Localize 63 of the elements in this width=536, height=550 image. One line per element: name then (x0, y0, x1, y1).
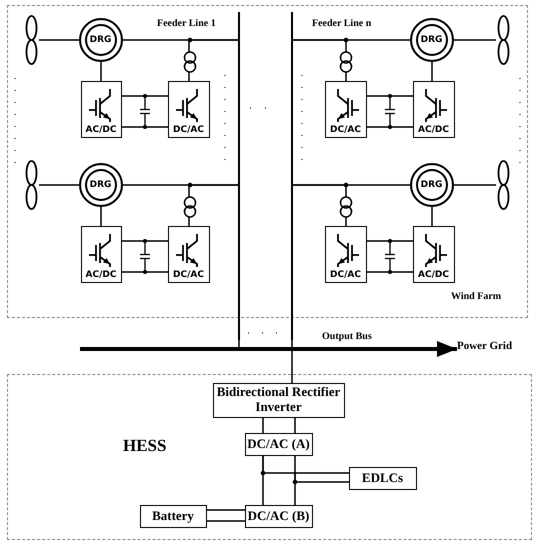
block-box: DC/AC (B) (244, 504, 312, 528)
converter-box (168, 226, 210, 282)
block-box: Bidirectional Rectifier Inverter (212, 382, 344, 418)
wire (206, 509, 246, 522)
block-box: Battery (140, 504, 206, 528)
converter-label: DC/AC (329, 124, 362, 134)
wire (454, 39, 496, 41)
generator-circle: DRG (410, 162, 454, 206)
converter-label: DC/AC (172, 124, 205, 134)
converter-box (80, 226, 122, 282)
wire (188, 39, 238, 81)
dashed-region (7, 5, 528, 318)
wire (431, 207, 433, 226)
bus-line (238, 12, 240, 340)
wire (291, 340, 293, 347)
block-box: DC/AC (A) (244, 432, 312, 456)
converter-label: AC/DC (417, 270, 450, 280)
wire (262, 417, 296, 434)
bus-label: Feeder Line 1 (157, 18, 216, 29)
converter-box (168, 80, 210, 138)
wire (262, 456, 350, 483)
block-box: EDLCs (348, 466, 416, 490)
converter-label: DC/AC (172, 270, 205, 280)
wire (291, 351, 293, 383)
wire (431, 62, 433, 81)
wire (366, 240, 414, 273)
converter-box (324, 80, 366, 138)
propeller-icon (496, 160, 510, 210)
wire (100, 62, 102, 81)
region-label: HESS (123, 436, 166, 456)
converter-label: AC/DC (84, 270, 118, 280)
wire (39, 39, 79, 41)
output-label: Power Grid (457, 340, 519, 356)
bus-arrow (410, 341, 457, 357)
dashed-region (7, 374, 532, 540)
wire (100, 207, 102, 226)
wire (366, 95, 414, 128)
converter-label: DC/AC (329, 270, 362, 280)
bus-label: Output Bus (322, 331, 372, 342)
region-label: Wind Farm (451, 291, 502, 302)
wire (262, 455, 296, 506)
wire (39, 184, 79, 186)
wire (293, 184, 347, 226)
converter-box (412, 80, 454, 138)
converter-label: AC/DC (417, 124, 450, 134)
propeller-icon (496, 14, 510, 64)
generator-circle: DRG (78, 162, 122, 206)
generator-circle: DRG (410, 18, 454, 62)
converter-label: AC/DC (84, 124, 118, 134)
propeller-icon (24, 160, 38, 210)
wire (238, 340, 240, 347)
wire (188, 184, 238, 226)
wire (454, 184, 496, 186)
wire (121, 240, 169, 273)
propeller-icon (24, 14, 38, 64)
converter-box (324, 226, 366, 282)
bus-line (291, 12, 293, 340)
converter-box (412, 226, 454, 282)
wire (293, 39, 347, 81)
generator-circle: DRG (78, 18, 122, 62)
converter-box (80, 80, 122, 138)
wire (121, 95, 169, 128)
bus-label: Feeder Line n (312, 18, 372, 29)
